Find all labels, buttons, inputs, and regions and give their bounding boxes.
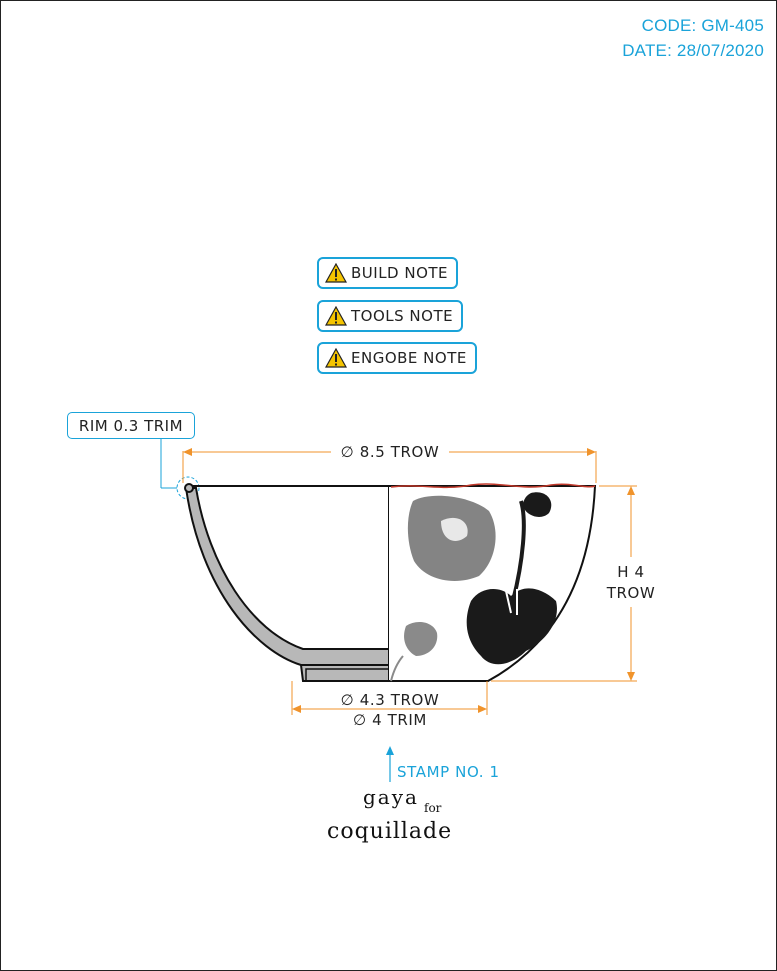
rim-callout: RIM 0.3 TRIM (67, 412, 195, 439)
warning-icon (325, 263, 347, 283)
top-diameter-label: ∅ 8.5 TROW (341, 443, 440, 461)
height-dimension: H 4 TROW (491, 485, 656, 682)
engobe-note-label: ENGOBE NOTE (351, 349, 467, 367)
height-label-2: TROW (606, 584, 656, 602)
base-label-2: ∅ 4 TRIM (353, 711, 427, 729)
tools-note-label: TOOLS NOTE (351, 307, 454, 325)
engobe-note-button[interactable]: ENGOBE NOTE (317, 342, 477, 374)
stamp-callout: STAMP NO. 1 (386, 746, 500, 782)
product-code: CODE: GM-405 (641, 16, 764, 35)
stamp-label: STAMP NO. 1 (397, 763, 500, 781)
rim-callout-label: RIM 0.3 TRIM (78, 416, 184, 435)
brand-small: for (424, 801, 442, 815)
code-block: CODE: GM-405 DATE: 28/07/2020 (622, 13, 764, 63)
warning-icon (325, 306, 347, 326)
brand-line1: gaya (363, 785, 419, 809)
top-diameter-dimension: ∅ 8.5 TROW (182, 443, 597, 483)
height-label-1: H 4 (617, 563, 644, 581)
build-note-button[interactable]: BUILD NOTE (317, 257, 459, 289)
build-note-label: BUILD NOTE (351, 264, 449, 282)
brand-line2: coquillade (327, 819, 452, 844)
base-dimension: ∅ 4.3 TROW ∅ 4 TRIM (291, 681, 488, 729)
flower-decoration (390, 492, 557, 682)
bowl-section (184, 483, 390, 682)
warning-icon (325, 348, 347, 368)
drawing-date: DATE: 28/07/2020 (622, 41, 764, 60)
tools-note-button[interactable]: TOOLS NOTE (317, 300, 464, 332)
base-label-1: ∅ 4.3 TROW (341, 691, 440, 709)
brand-stamp: gaya for coquillade (327, 785, 452, 844)
